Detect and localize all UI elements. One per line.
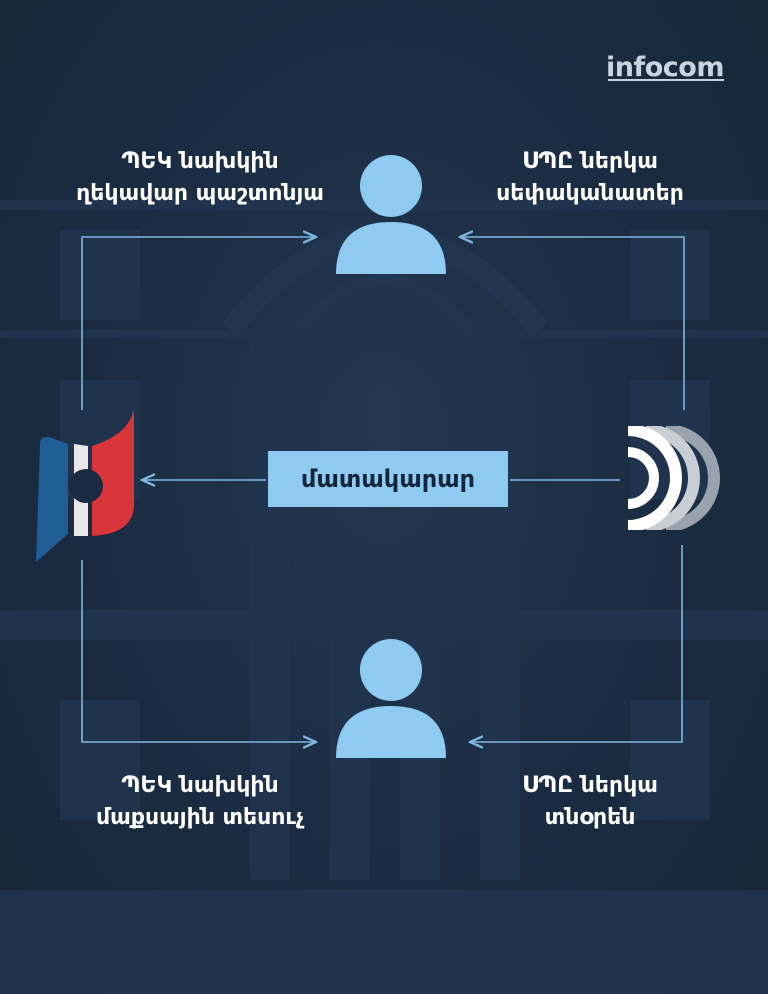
supplier-box: մատակարար xyxy=(268,451,508,507)
label-bottom-right-line-1: ՍՊԸ ներկա xyxy=(522,773,658,798)
line-left-to-bottom-person xyxy=(81,560,316,742)
label-top-left-line-2: ղեկավար պաշտոնյա xyxy=(76,181,324,206)
label-bottom-right-line-2: տնօրեն xyxy=(544,805,636,830)
label-top-right-line-2: սեփականատեր xyxy=(496,181,684,206)
person-icon xyxy=(336,155,446,274)
line-right-to-bottom-person xyxy=(470,545,683,742)
label-top-left-line-1: ՊԵԿ նախկին xyxy=(121,149,279,174)
label-bottom-right: ՍՊԸ ներկա տնօրեն xyxy=(440,770,740,834)
infocom-logo: infocom xyxy=(606,52,724,83)
line-left-to-top-person xyxy=(81,237,316,410)
company-d-logo-icon xyxy=(627,426,720,530)
label-bottom-left-line-2: մաքսային տեսուչ xyxy=(95,805,305,830)
label-bottom-left-line-1: ՊԵԿ նախկին xyxy=(121,773,279,798)
label-bottom-left: ՊԵԿ նախկին մաքսային տեսուչ xyxy=(50,770,350,834)
label-top-right: ՍՊԸ ներկա սեփականատեր xyxy=(440,146,740,210)
label-top-right-line-1: ՍՊԸ ներկա xyxy=(522,149,658,174)
src-logo-icon xyxy=(36,408,134,562)
label-top-left: ՊԵԿ նախկին ղեկավար պաշտոնյա xyxy=(50,146,350,210)
line-right-to-top-person xyxy=(460,237,685,410)
person-icon xyxy=(336,639,446,758)
